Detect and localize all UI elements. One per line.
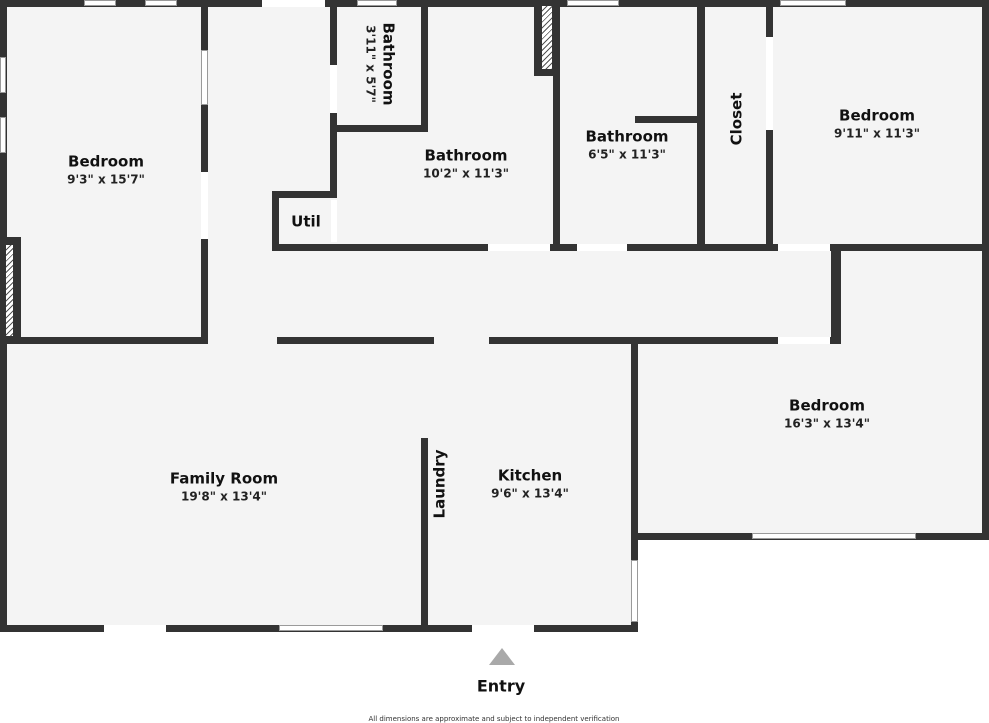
room-name: Bedroom (839, 106, 915, 125)
room-name: Closet (727, 92, 746, 146)
room-label-bedroom-2: Bedroom 9'11" x 11'3" (834, 107, 920, 142)
room-label-kitchen: Kitchen 9'6" x 13'4" (491, 467, 569, 502)
doorway (766, 37, 773, 130)
entry-label: Entry (476, 676, 526, 696)
doorway (330, 65, 337, 113)
window (752, 533, 916, 539)
window (631, 560, 638, 622)
room-dimensions: 19'8" x 13'4" (180, 489, 268, 504)
hatch-built-in (5, 244, 14, 337)
doorway (331, 200, 337, 242)
room-name: Bathroom (585, 127, 669, 146)
room-name: Util (291, 212, 321, 231)
room-label-bathroom-small: Bathroom 3'11" x 5'7" (363, 22, 398, 105)
triangle-up-arrow-icon (489, 648, 515, 665)
room-label-bedroom-1: Bedroom 9'3" x 15'7" (67, 153, 145, 188)
doorway (488, 244, 550, 251)
room-dimensions: 9'3" x 15'7" (67, 172, 145, 187)
doorway (778, 244, 830, 251)
window (0, 57, 6, 93)
floor-lower-left (0, 540, 637, 632)
wall-right (982, 0, 989, 540)
window (279, 625, 383, 631)
room-label-bedroom-3: Bedroom 16'3" x 13'4" (784, 397, 870, 432)
doorway (577, 244, 627, 251)
room-label-laundry: Laundry (431, 450, 450, 519)
wall-hall-east (831, 244, 841, 344)
doorway (262, 0, 325, 7)
room-label-bathroom-3: Bathroom 6'5" x 11'3" (585, 128, 668, 163)
wall-linen-west (534, 0, 541, 76)
doorway (201, 172, 208, 239)
room-name: Laundry (430, 449, 449, 519)
window (357, 0, 397, 6)
wall-hall-south-left (277, 337, 434, 344)
wall-bath3-stub (635, 116, 701, 123)
room-label-closet: Closet (728, 93, 747, 146)
entry-door (472, 625, 534, 632)
wall-util-north (272, 191, 337, 198)
wall-left (0, 0, 7, 632)
wall-bath1-east (553, 0, 560, 251)
room-name: Bathroom (379, 22, 398, 106)
room-name: Kitchen (497, 466, 563, 485)
wall-hall-south-right (489, 337, 841, 344)
room-dimensions: 6'5" x 11'3" (588, 147, 666, 162)
hatch-built-in (541, 5, 553, 70)
window (0, 117, 6, 153)
wall-linen-south (534, 70, 560, 76)
room-name: Bathroom (424, 146, 508, 165)
room-dimensions: 16'3" x 13'4" (783, 416, 871, 431)
wall-bath2-east (421, 0, 428, 132)
wall-kitchen-east (631, 340, 638, 632)
doorway (104, 625, 166, 632)
room-name: Bedroom (789, 396, 865, 415)
wall-top (0, 0, 989, 7)
room-label-family-room: Family Room 19'8" x 13'4" (170, 470, 278, 505)
window (780, 0, 846, 6)
disclaimer-text: All dimensions are approximate and subje… (368, 715, 620, 723)
window (201, 50, 208, 105)
room-dimensions: 9'6" x 13'4" (491, 486, 569, 501)
wall-util-west (272, 191, 279, 251)
wall-bedroom1-south (0, 337, 208, 344)
room-dimensions: 9'11" x 11'3" (833, 126, 921, 141)
wall-laundry (421, 438, 428, 632)
window (84, 0, 116, 6)
wall-closet1 (0, 237, 20, 244)
floor-main (0, 0, 989, 540)
doorway (778, 337, 830, 344)
room-dimensions: 3'11" x 5'7" (363, 25, 378, 103)
room-dimensions: 10'2" x 11'3" (422, 166, 510, 181)
room-label-bathroom-main: Bathroom 10'2" x 11'3" (423, 147, 509, 182)
room-label-util: Util (291, 213, 321, 232)
room-name: Bedroom (68, 152, 144, 171)
wall-hall-north (272, 244, 989, 251)
wall-bath3-east (697, 0, 705, 251)
window (567, 0, 619, 6)
wall-closet1-east (14, 237, 21, 344)
room-name: Family Room (169, 469, 279, 488)
wall-bath2-south (330, 125, 428, 132)
window (145, 0, 177, 6)
